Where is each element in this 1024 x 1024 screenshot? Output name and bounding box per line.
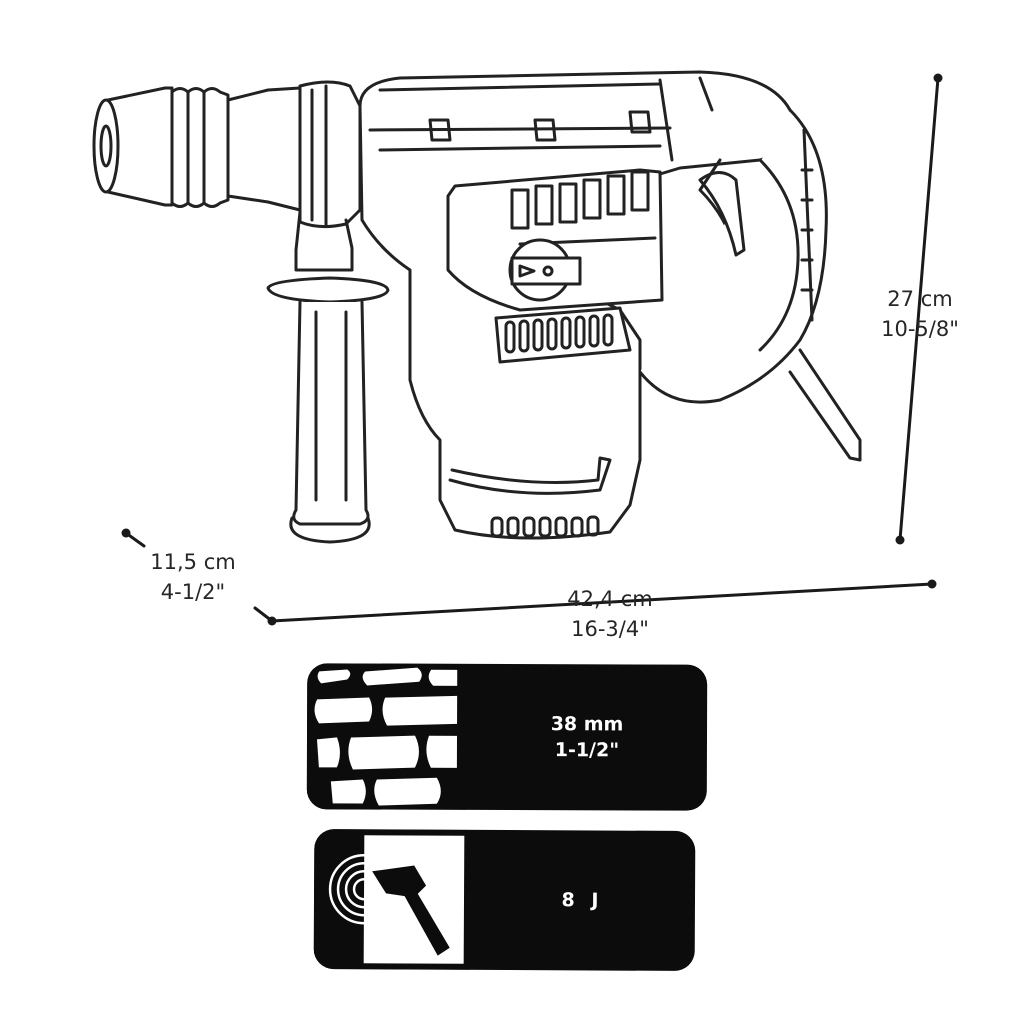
length-dim-endpoint-right — [927, 579, 937, 589]
energy-value: 8 J — [561, 889, 604, 912]
drilling-capacity-value: 38 mm 1-1/2" — [467, 664, 708, 811]
control-panel — [446, 168, 664, 312]
height-dim-endpoint-bottom — [895, 535, 905, 545]
depth-dim-endpoint — [121, 528, 131, 538]
side-handle — [266, 210, 390, 544]
height-metric: 27 cm — [887, 287, 953, 311]
masonry-wall-icon — [306, 663, 468, 810]
length-metric: 42,4 cm — [567, 587, 653, 611]
length-dim-endpoint-left — [267, 616, 277, 626]
height-dimension-line — [898, 76, 940, 542]
depth-metric: 11,5 cm — [150, 550, 236, 574]
depth-dimension-label: 11,5 cm 4-1/2" — [138, 547, 248, 607]
length-dimension-line — [270, 582, 934, 623]
capacity-metric: 38 mm — [550, 713, 624, 736]
motor-vents — [448, 306, 632, 538]
hammer-impact-icon — [313, 829, 471, 970]
height-dim-endpoint-top — [933, 73, 943, 83]
capacity-imperial: 1-1/2" — [554, 739, 620, 762]
depth-imperial: 4-1/2" — [160, 580, 226, 604]
drilling-capacity-card: 38 mm 1-1/2" — [306, 663, 708, 811]
rear-handle — [638, 108, 862, 462]
impact-energy-value: 8 J — [470, 830, 696, 971]
height-imperial: 10-5/8" — [881, 317, 959, 341]
length-dimension-label: 42,4 cm 16-3/4" — [545, 584, 675, 644]
drill-chuck — [92, 80, 362, 229]
impact-energy-card: 8 J — [313, 829, 696, 971]
length-imperial: 16-3/4" — [571, 617, 649, 641]
height-dimension-label: 27 cm 10-5/8" — [855, 284, 985, 344]
